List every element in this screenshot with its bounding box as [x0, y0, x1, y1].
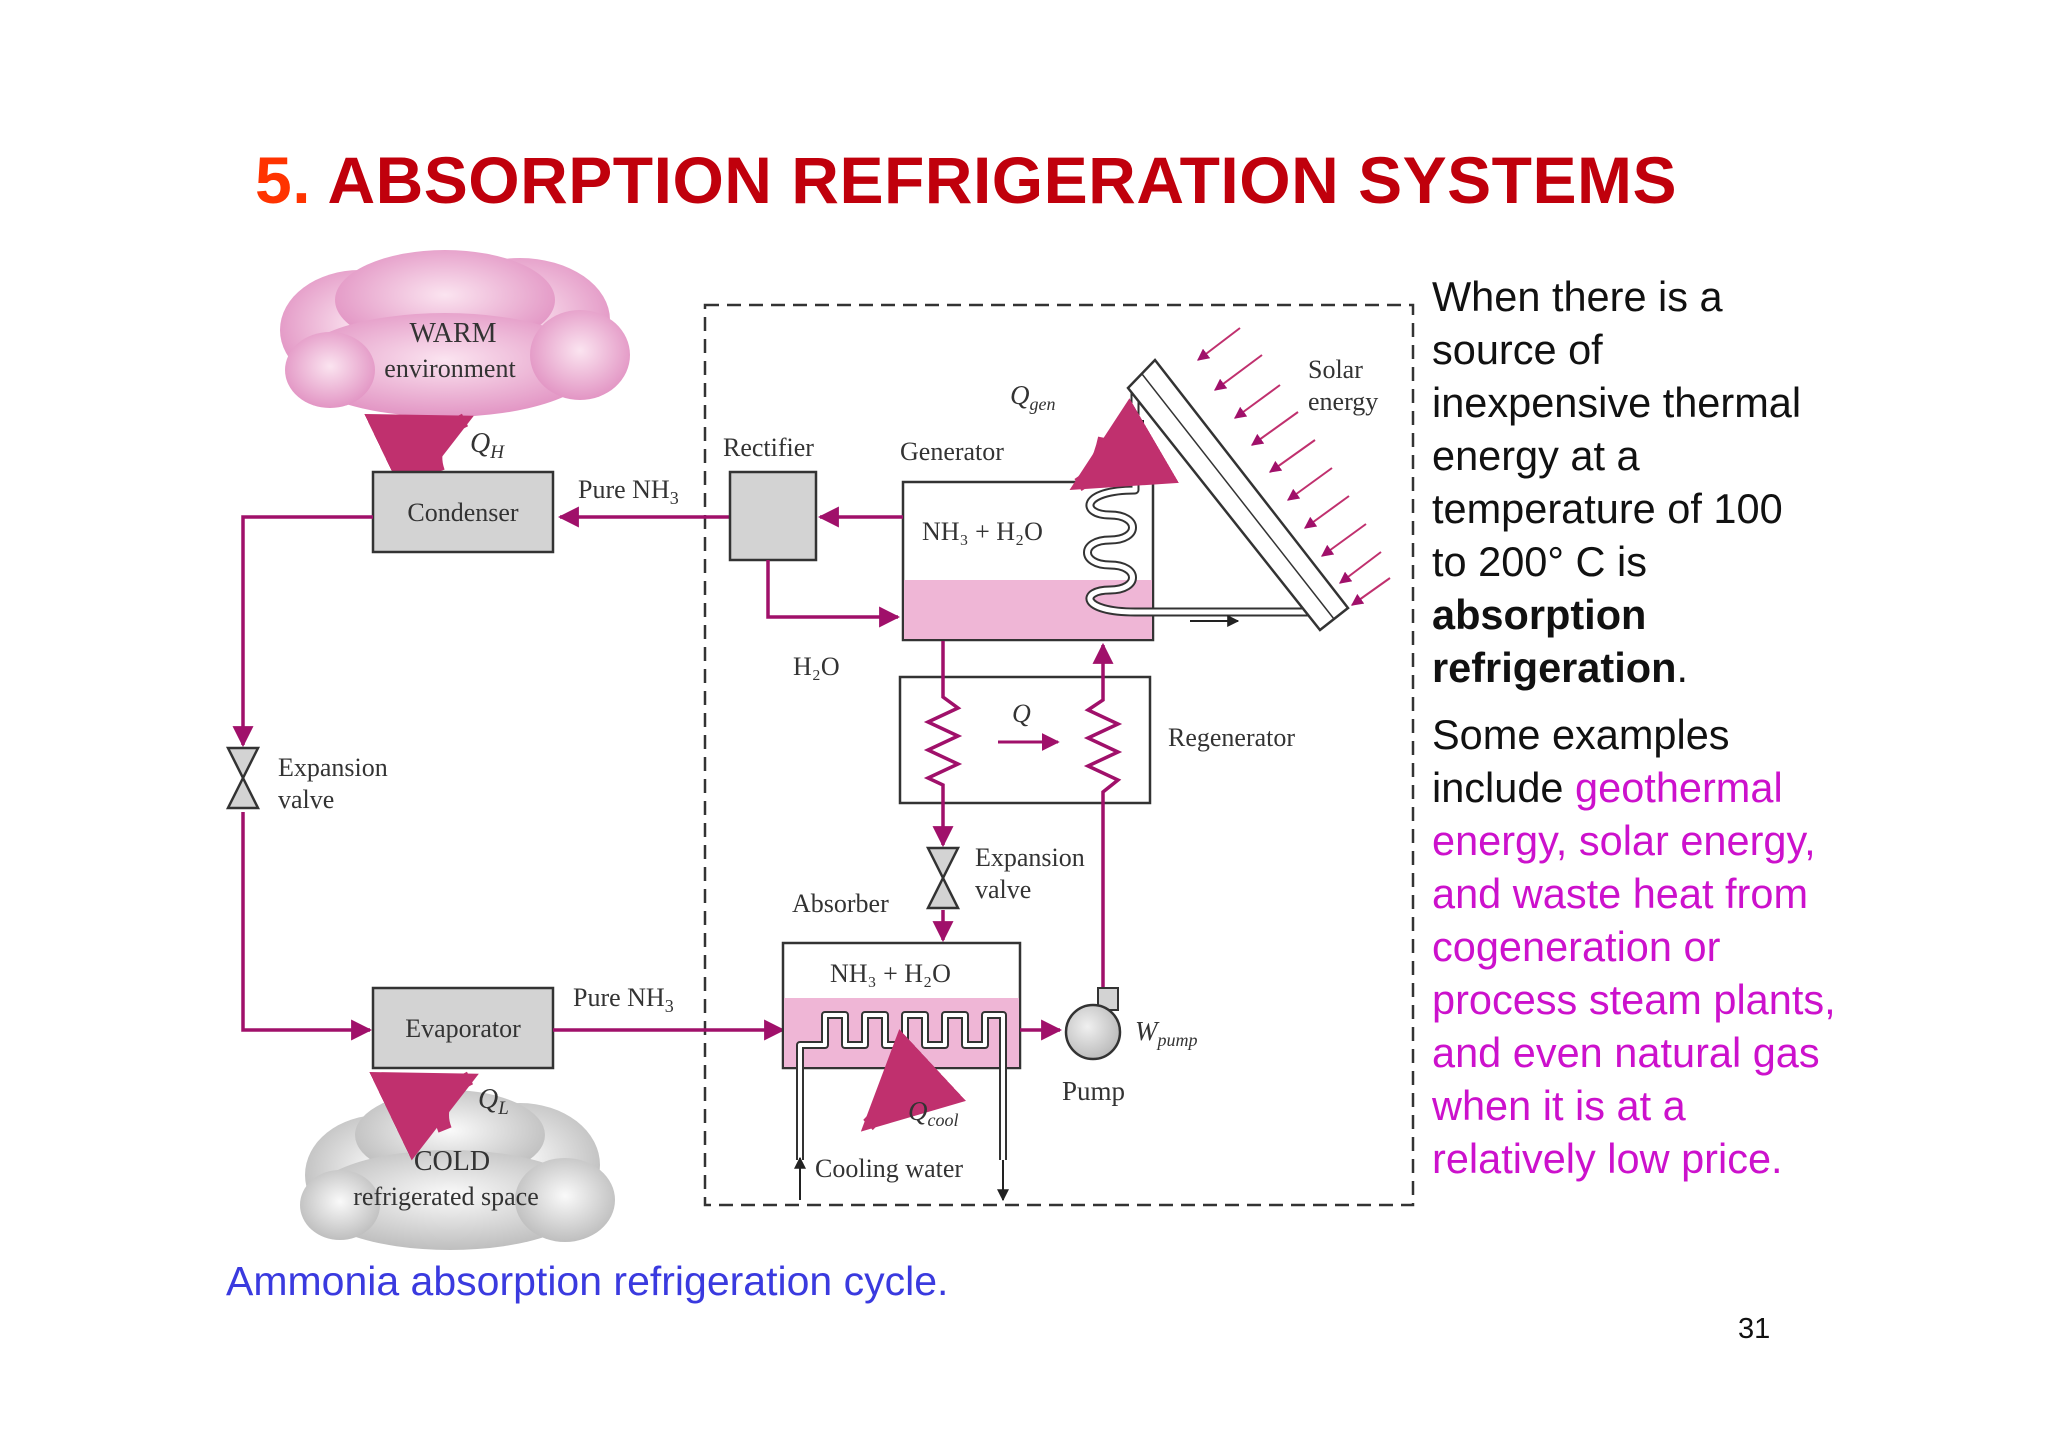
- system-boundary: [703, 303, 1415, 1207]
- ql-heat-arrow: [369, 1071, 479, 1161]
- cooling-water-label: Cooling water: [815, 1154, 963, 1183]
- qgen-label: Qgen: [1010, 380, 1056, 414]
- side-bold-term: absorption: [1432, 591, 1647, 638]
- side-line: Some examples: [1432, 711, 1730, 758]
- ql-label: QL: [478, 1084, 509, 1119]
- side-highlight: and waste heat from: [1432, 870, 1809, 917]
- qgen-heat-arrow: [1069, 398, 1179, 492]
- solar-collector-icon: [1126, 358, 1350, 632]
- warm-label: WARM: [409, 318, 496, 349]
- side-highlight: relatively low price.: [1432, 1135, 1783, 1182]
- cold-label: COLD: [414, 1146, 490, 1177]
- pipe-condenser-to-valve: [232, 515, 373, 748]
- page-number: 31: [1738, 1313, 1771, 1345]
- side-bold-term: refrigeration: [1432, 644, 1677, 691]
- h2o-label: H₂O: [793, 652, 840, 681]
- side-paragraph-1: When there is a source of inexpensive th…: [1432, 270, 1902, 694]
- expansion-valve-mid-label-sub: valve: [975, 875, 1031, 904]
- side-highlight: geothermal: [1575, 764, 1783, 811]
- side-description: When there is a source of inexpensive th…: [1432, 270, 1902, 1199]
- rectifier-label: Rectifier: [723, 433, 814, 462]
- pipe-valve-to-evaporator: [241, 812, 373, 1041]
- expansion-valve-mid-icon: [925, 846, 961, 910]
- side-paragraph-2: Some examples include geothermal energy,…: [1432, 708, 1902, 1185]
- cold-label-sub: refrigerated space: [353, 1182, 538, 1211]
- regenerator-coil-left: [923, 641, 963, 848]
- generator-mix-label: NH₃ + H₂O: [922, 517, 1043, 546]
- qcool-label: Qcool: [908, 1096, 959, 1130]
- rectifier-box: [728, 470, 818, 562]
- expansion-valve-left-label-sub: valve: [278, 785, 334, 814]
- pump-icon: [1064, 987, 1122, 1061]
- side-line: energy at a: [1432, 432, 1640, 479]
- evaporator-box: [371, 986, 555, 1070]
- warm-label-sub: environment: [384, 354, 516, 383]
- condenser-label: Condenser: [407, 498, 519, 527]
- solar-energy-label: Solar: [1308, 355, 1363, 384]
- evaporator-label: Evaporator: [405, 1014, 521, 1043]
- side-line: temperature of 100: [1432, 485, 1783, 532]
- pump-label: Pump: [1062, 1076, 1125, 1106]
- w-pump-label: Wpump: [1135, 1016, 1198, 1050]
- side-highlight: process steam plants,: [1432, 976, 1836, 1023]
- q-mid-label: Q: [1012, 699, 1031, 728]
- expansion-valve-left-label: Expansion: [278, 753, 388, 782]
- side-line: include: [1432, 764, 1576, 811]
- expansion-valve-left-icon: [225, 746, 261, 810]
- pipe-rectifier-to-generator: [766, 560, 901, 628]
- side-highlight: when it is at a: [1432, 1082, 1686, 1129]
- title-number: 5.: [255, 143, 312, 217]
- warm-environment-cloud: [280, 250, 630, 417]
- side-line: source of: [1432, 326, 1603, 373]
- generator-label: Generator: [900, 437, 1004, 466]
- absorber-label: Absorber: [792, 889, 889, 918]
- pure-nh3-bottom-label: Pure NH3: [573, 983, 674, 1016]
- solar-energy-label-sub: energy: [1308, 387, 1378, 416]
- side-line: inexpensive thermal: [1432, 379, 1802, 426]
- condenser-box: [371, 470, 555, 554]
- side-highlight: and even natural gas: [1432, 1029, 1820, 1076]
- side-highlight: energy, solar energy,: [1432, 817, 1816, 864]
- solar-rays: [1197, 327, 1391, 606]
- expansion-valve-mid-label: Expansion: [975, 843, 1085, 872]
- side-line: to 200° C is: [1432, 538, 1647, 585]
- pure-nh3-top-label: Pure NH3: [578, 475, 679, 508]
- regenerator-coil-right: [1083, 642, 1123, 1000]
- absorber-mix-label: NH₃ + H₂O: [830, 959, 951, 988]
- side-line: When there is a: [1432, 273, 1723, 320]
- figure-caption: Ammonia absorption refrigeration cycle.: [226, 1258, 949, 1304]
- title-text: ABSORPTION REFRIGERATION SYSTEMS: [327, 143, 1677, 217]
- side-highlight: cogeneration or: [1432, 923, 1721, 970]
- qh-label: QH: [470, 428, 505, 463]
- side-period: .: [1676, 644, 1688, 691]
- regenerator-label: Regenerator: [1168, 723, 1295, 752]
- page-title: 5. ABSORPTION REFRIGERATION SYSTEMS: [255, 142, 1677, 218]
- qh-heat-arrow: [364, 413, 474, 503]
- qcool-heat-arrow: [860, 1029, 966, 1132]
